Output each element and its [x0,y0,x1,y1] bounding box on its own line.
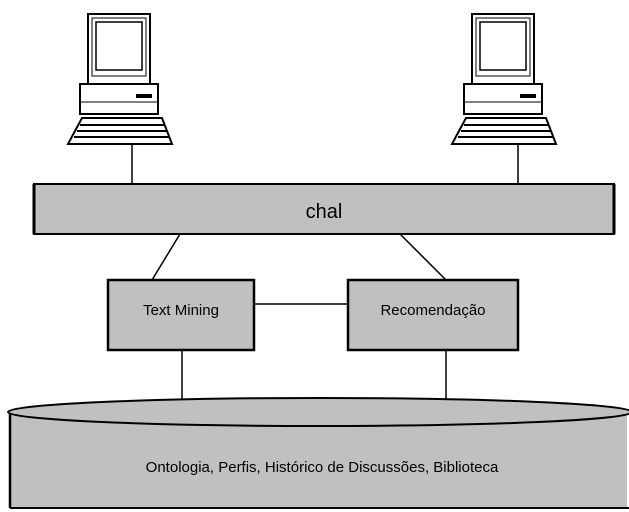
database-cylinder [7,397,629,509]
text-mining-label: Text Mining [143,302,219,319]
recommendation-label: Recomendação [380,302,485,319]
computer-icon-right [451,13,557,145]
chat-bus-label: chal [306,201,343,223]
connector-bus-text-mining [151,233,181,281]
text-mining-box [106,278,256,352]
recommendation-box [346,278,520,352]
computer-icon-left [67,13,173,145]
database-label: Ontologia, Perfis, Histórico de Discussõ… [146,459,499,476]
connector-bus-recommendation [399,233,447,281]
